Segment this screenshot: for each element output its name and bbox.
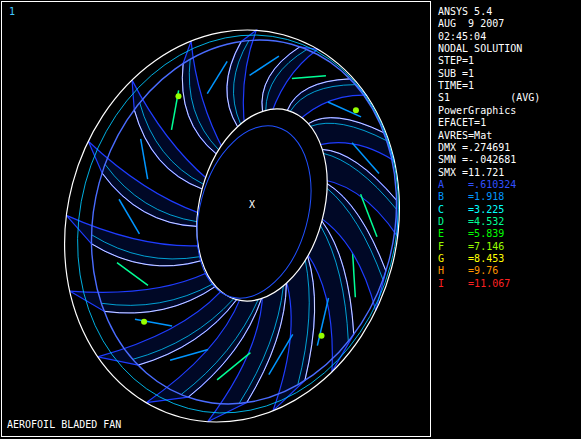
hub-back — [179, 113, 329, 311]
fan-rim — [21, 0, 442, 439]
stress-contour — [135, 319, 172, 326]
stress-contour — [117, 263, 148, 286]
legend-entry: F =7.146 — [438, 241, 504, 253]
blade-edge — [92, 244, 202, 266]
stress-contour — [292, 76, 326, 79]
stress-spot — [175, 93, 181, 99]
info-line: TIME=1 — [438, 80, 474, 92]
plot-title: AEROFOIL BLADED FAN — [7, 419, 121, 431]
info-line: EFACET=1 — [438, 117, 486, 129]
stress-contour — [119, 199, 139, 234]
info-line: SMN =-.042681 — [438, 154, 516, 166]
fan-contours — [21, 0, 442, 439]
stress-contour — [92, 235, 201, 259]
stress-contour — [327, 188, 383, 279]
stress-spot — [319, 333, 325, 339]
legend-entry: H =9.76 — [438, 265, 498, 277]
info-line: STEP=1 — [438, 55, 474, 67]
legend-entry: E =5.839 — [438, 228, 504, 240]
stress-contour — [217, 353, 250, 380]
stress-contour — [207, 61, 227, 93]
info-line: DMX =.274691 — [438, 142, 510, 154]
info-line: AUG 9 2007 — [438, 18, 504, 30]
fan-blade — [70, 274, 216, 314]
stress-contour — [361, 194, 377, 237]
legend-entry: B =1.918 — [438, 191, 504, 203]
fan-hub — [177, 94, 348, 315]
info-line: NODAL SOLUTION — [438, 43, 522, 55]
stress-contour — [250, 56, 279, 75]
legend-entry: G =8.453 — [438, 253, 504, 265]
info-line: ANSYS 5.4 — [438, 6, 492, 18]
info-line: SUB =1 — [438, 68, 474, 80]
fan-blade — [182, 41, 224, 154]
legend-entry: D =4.532 — [438, 216, 504, 228]
blade-edge — [287, 79, 350, 110]
legend-entry: I =11.067 — [438, 278, 510, 290]
info-line: SMX =11.721 — [438, 167, 504, 179]
stress-contour — [311, 123, 387, 141]
stress-contour — [233, 41, 248, 125]
info-line: S1 (AVG) — [438, 92, 540, 104]
stress-contour — [352, 143, 379, 174]
stress-contour — [317, 298, 328, 346]
info-line: AVRES=Mat — [438, 130, 492, 142]
stress-contour — [141, 139, 148, 179]
rim-contour — [36, 0, 440, 439]
stress-contour — [269, 334, 293, 374]
legend-entry: C =3.225 — [438, 204, 504, 216]
blade-edge — [182, 63, 216, 153]
blade-edge — [305, 256, 315, 380]
info-line: 02:45:04 — [438, 31, 486, 43]
axis-marker: X — [248, 199, 256, 211]
stress-contour — [321, 226, 349, 342]
fan-rim-inner — [51, 5, 436, 438]
stress-contour — [170, 350, 208, 361]
window-number: 1 — [9, 6, 15, 18]
legend-entry: A =.610324 — [438, 179, 516, 191]
stress-contour — [101, 284, 213, 306]
stress-spot — [141, 319, 147, 325]
blade-edge — [104, 286, 215, 313]
stress-contour — [328, 102, 361, 117]
stress-spot — [353, 107, 359, 113]
stress-contour — [298, 260, 309, 385]
info-line: PowerGraphics — [438, 105, 516, 117]
stress-contour — [290, 85, 355, 112]
stress-contour — [189, 59, 218, 150]
